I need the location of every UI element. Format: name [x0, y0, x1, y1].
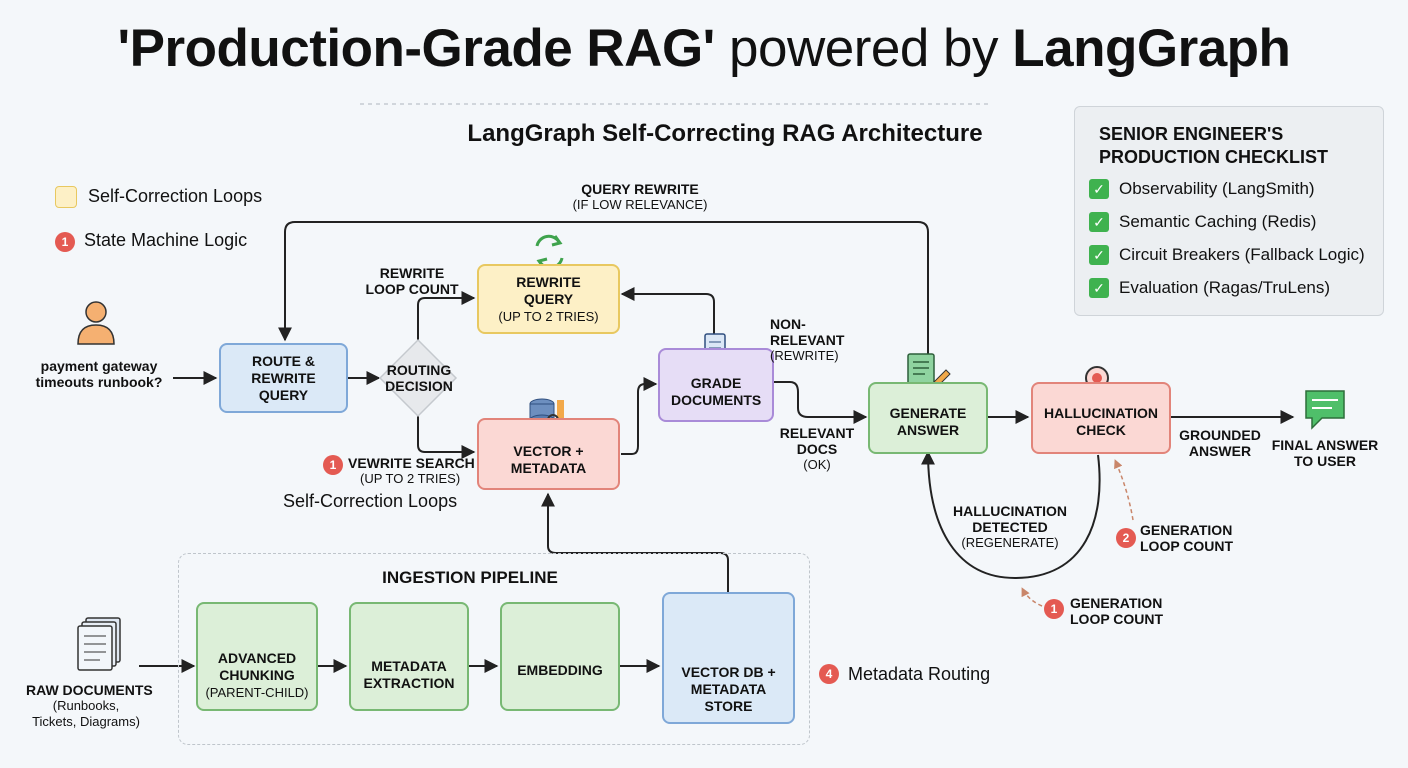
routing-decision-diamond [378, 338, 458, 418]
query-rewrite-text: QUERY REWRITE [581, 181, 699, 197]
edge-routing-rewrite [417, 291, 476, 342]
legend-swatch-yellow [55, 186, 77, 208]
hallucination-check-label: HALLUCINATION CHECK [1043, 405, 1159, 438]
non-relevant-sub: (REWRITE) [770, 348, 839, 363]
vewrite-search-label: VEWRITE SEARCH(UP TO 2 TRIES) [348, 455, 476, 487]
vewrite-search-text: VEWRITE SEARCH [348, 455, 475, 471]
self-correction-caption: Self-Correction Loops [283, 491, 458, 511]
route-rewrite-node[interactable]: ROUTE & REWRITE QUERY [219, 343, 348, 413]
gen-loop-badge-2: 2 [1116, 528, 1136, 548]
user-query-line2: timeouts runbook? [35, 374, 163, 390]
chunking-node[interactable]: ADVANCED CHUNKING (PARENT-CHILD) [196, 602, 318, 711]
relevant-docs-sub: (OK) [803, 457, 831, 472]
edge-routing-vector [417, 415, 476, 459]
hallucination-detected-sub: (REGENERATE) [961, 535, 1059, 550]
vewrite-search-sub: (UP TO 2 TRIES) [360, 471, 461, 486]
edge-db-vector [541, 492, 729, 561]
checklist-item: ✓ Evaluation (Ragas/TruLens) [1089, 277, 1330, 299]
title-part-3: LangGraph [1012, 19, 1291, 78]
checklist-item: ✓ Circuit Breakers (Fallback Logic) [1089, 244, 1365, 266]
legend-badge: 1 [55, 232, 75, 252]
raw-documents-sub: (Runbooks, Tickets, Diagrams) [32, 698, 140, 729]
route-rewrite-label: ROUTE & REWRITE QUERY [251, 352, 316, 403]
checklist-item-label: Circuit Breakers (Fallback Logic) [1119, 245, 1365, 264]
checklist-title: SENIOR ENGINEER'S PRODUCTION CHECKLIST [1099, 123, 1328, 169]
dashed-arrow-gen-1 [1021, 587, 1043, 607]
gen-loop-badge-1: 1 [1044, 599, 1064, 619]
check-icon: ✓ [1089, 245, 1109, 265]
diagram-subtitle: LangGraph Self-Correcting RAG Architectu… [467, 120, 983, 147]
grade-documents-node[interactable]: GRADE DOCUMENTS [658, 348, 774, 422]
checklist-title-line1: SENIOR ENGINEER'S [1099, 124, 1284, 144]
grade-documents-label: GRADE DOCUMENTS [671, 375, 762, 408]
metadata-routing-badge: 4 [819, 664, 839, 684]
checklist-item-label: Observability (LangSmith) [1119, 179, 1315, 198]
gen-loop-count-label-b: GENERATION LOOP COUNT [1070, 595, 1164, 627]
checklist-item-label: Semantic Caching (Redis) [1119, 212, 1317, 231]
metadata-routing-label: Metadata Routing [848, 664, 991, 684]
checklist-item: ✓ Semantic Caching (Redis) [1089, 211, 1316, 233]
gen-loop-count-label-a: GENERATION LOOP COUNT [1140, 522, 1234, 554]
documents-icon [77, 617, 121, 671]
query-rewrite-sub: (IF LOW RELEVANCE) [572, 197, 708, 212]
legend-state-label: State Machine Logic [84, 230, 248, 250]
non-relevant-text: NON- RELEVANT [770, 316, 845, 348]
production-checklist: SENIOR ENGINEER'S PRODUCTION CHECKLIST ✓ O… [1074, 106, 1384, 316]
vector-db-node[interactable]: VECTOR DB + METADATA STORE [662, 592, 795, 724]
dashed-arrow-gen-2 [1114, 459, 1134, 521]
rewrite-query-sub: (UP TO 2 TRIES) [498, 308, 599, 324]
hallucination-detected-label: HALLUCINATION DETECTED(REGENERATE) [940, 503, 1080, 551]
raw-documents-text: RAW DOCUMENTS [26, 682, 153, 698]
metadata-extraction-node[interactable]: METADATA EXTRACTION [349, 602, 469, 711]
rewrite-query-label: REWRITE QUERY [516, 273, 581, 307]
checklist-item-label: Evaluation (Ragas/TruLens) [1119, 278, 1331, 297]
vector-metadata-label: VECTOR + METADATA [510, 443, 587, 476]
checklist-item: ✓ Observability (LangSmith) [1089, 178, 1315, 200]
ingestion-pipeline-title: INGESTION PIPELINE [382, 568, 558, 587]
chat-icon [1305, 390, 1345, 430]
hallucination-detected-text: HALLUCINATION DETECTED [952, 503, 1068, 535]
edge-vector-grade [621, 377, 658, 455]
embedding-label: EMBEDDING [517, 662, 603, 678]
raw-documents-label: RAW DOCUMENTS(Runbooks, Tickets, Diagram… [26, 682, 153, 730]
vewrite-badge: 1 [323, 455, 343, 475]
chunking-label: ADVANCED CHUNKING [217, 650, 297, 683]
metadata-extraction-label: METADATA EXTRACTION [363, 657, 455, 691]
title-part-1: 'Production-Grade RAG' [117, 19, 716, 78]
edge-hallucination-loop [921, 450, 1101, 580]
relevant-docs-text: RELEVANT DOCS [779, 425, 855, 457]
relevant-docs-label: RELEVANT DOCS(OK) [770, 425, 864, 473]
query-rewrite-label: QUERY REWRITE(IF LOW RELEVANCE) [540, 181, 740, 213]
rewrite-loop-count-label: REWRITE LOOP COUNT [365, 265, 459, 297]
generate-answer-node[interactable]: GENERATE ANSWER [868, 382, 988, 454]
check-icon: ✓ [1089, 179, 1109, 199]
embedding-node[interactable]: EMBEDDING [500, 602, 620, 711]
vector-db-label: VECTOR DB + METADATA STORE [681, 663, 776, 714]
check-icon: ✓ [1089, 278, 1109, 298]
grounded-answer-label: GROUNDED ANSWER [1179, 427, 1261, 459]
chunking-sub: (PARENT-CHILD) [205, 685, 309, 700]
checklist-title-line2: PRODUCTION CHECKLIST [1099, 147, 1328, 167]
user-icon [77, 301, 115, 345]
routing-decision-label: ROUTING DECISION [385, 362, 453, 394]
ingestion-pipeline-container [178, 553, 810, 745]
non-relevant-label: NON- RELEVANT(REWRITE) [770, 316, 864, 364]
title-part-2: powered by [714, 19, 1013, 78]
legend-loops-label: Self-Correction Loops [88, 186, 263, 206]
edge-grade-generate [774, 381, 868, 424]
vector-metadata-node[interactable]: VECTOR + METADATA [477, 418, 620, 490]
hallucination-check-node[interactable]: HALLUCINATION CHECK [1031, 382, 1171, 454]
generate-answer-label: GENERATE ANSWER [889, 405, 967, 438]
user-query-line1: payment gateway [40, 358, 158, 374]
edge-grade-rewrite [620, 287, 715, 348]
rewrite-query-node[interactable]: REWRITE QUERY(UP TO 2 TRIES) [477, 264, 620, 334]
final-answer-label: FINAL ANSWER TO USER [1271, 437, 1379, 469]
edge-query-rewrite-loop [278, 221, 929, 380]
check-icon: ✓ [1089, 212, 1109, 232]
page-title: 'Production-Grade RAG' powered by LangGr… [0, 18, 1408, 79]
